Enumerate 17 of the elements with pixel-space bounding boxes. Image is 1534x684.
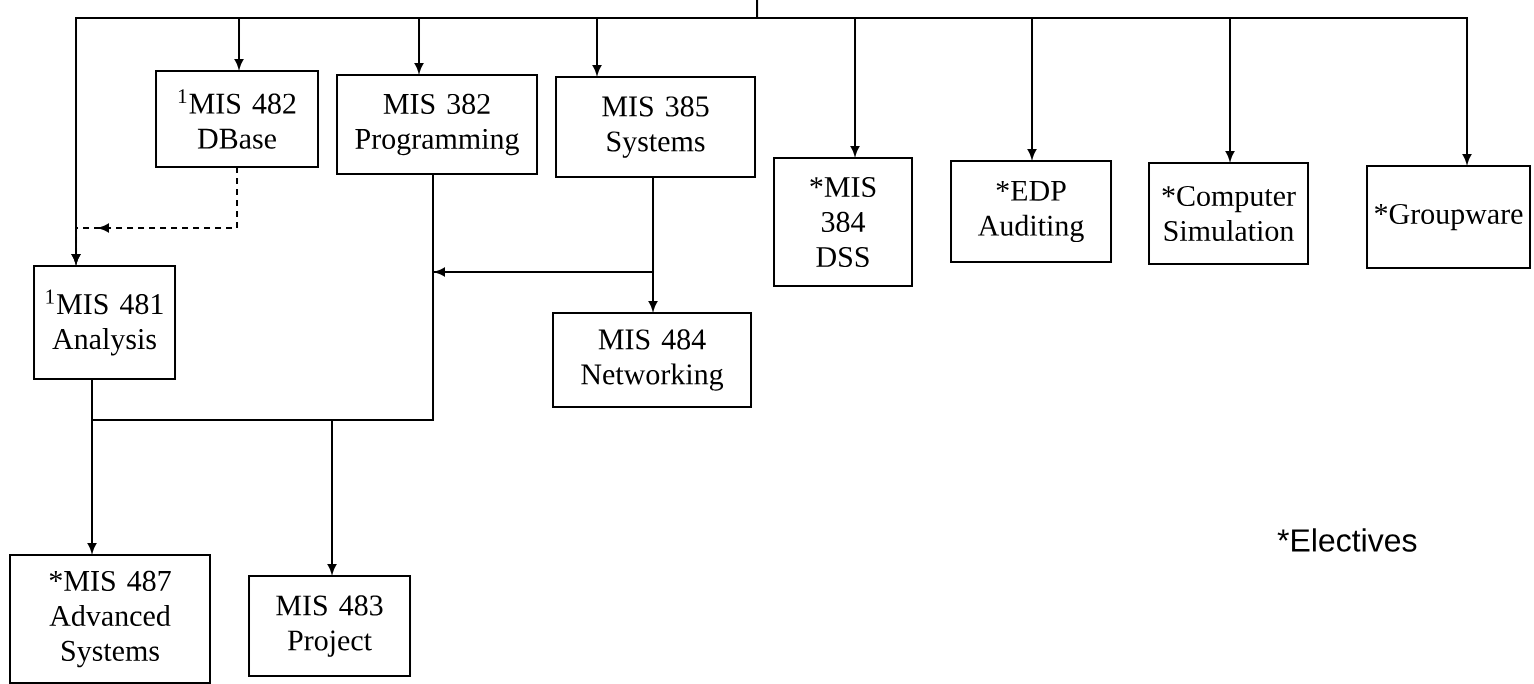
course-box: $^{1}$MIS 481 Analysis [33,265,176,380]
course-box: MIS 382 Programming [336,74,538,175]
course-box: *MIS 384 DSS [773,157,913,287]
arrow [71,166,238,264]
arrow [327,419,337,574]
course-box: $^{1}$MIS 482 DBase [155,70,319,168]
arrow [432,176,654,277]
arrow [756,0,1472,164]
course-box: *Groupware [1366,165,1531,269]
note-text: *Electives [1277,528,1417,552]
course-box: *MIS 487 Advanced Systems [9,554,211,684]
course-box: MIS 483 Project [248,575,411,677]
arrow [87,419,97,553]
course-box: *Computer Simulation [1148,162,1309,265]
course-box: *EDP Auditing [950,160,1112,263]
course-box: MIS 385 Systems [555,76,756,178]
course-box: MIS 484 Networking [552,312,752,408]
